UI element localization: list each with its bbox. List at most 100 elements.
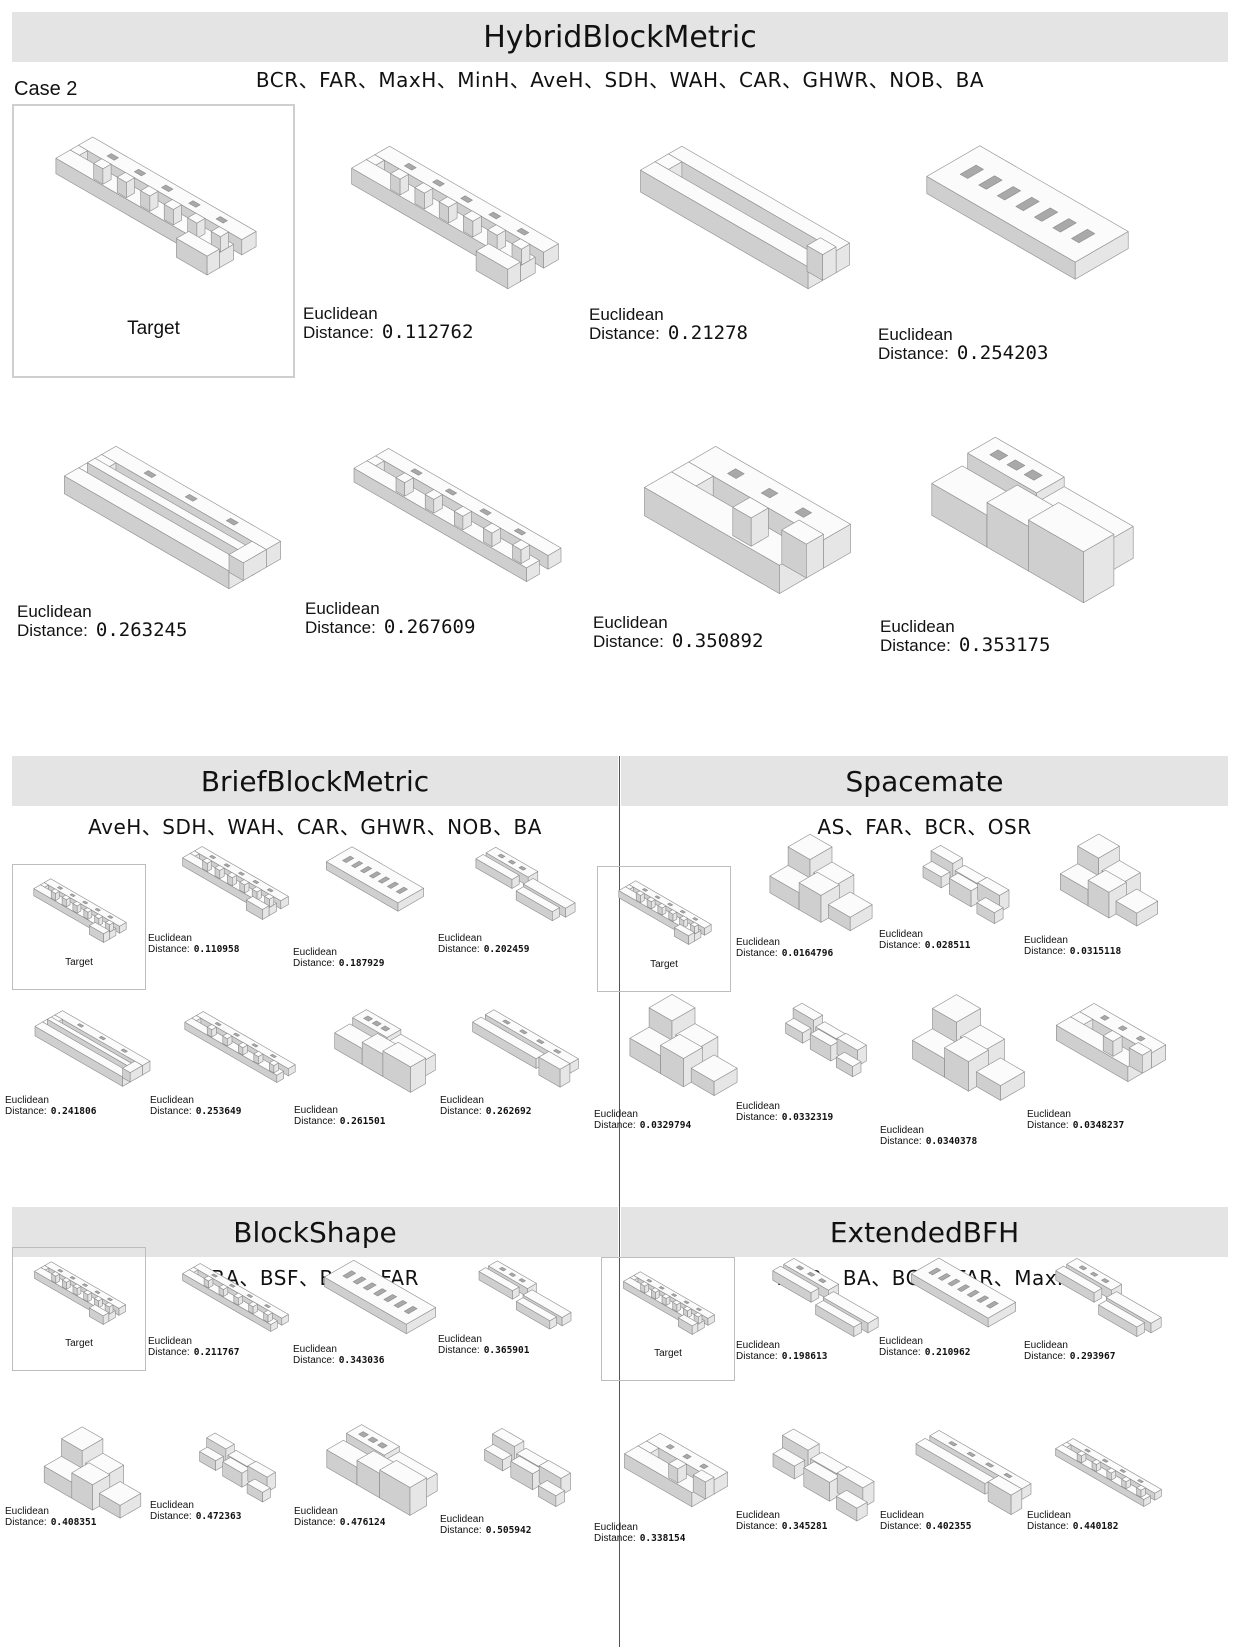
distance-label-line1: Euclidean bbox=[148, 1336, 192, 1347]
distance-label-line1: Euclidean bbox=[736, 1101, 780, 1112]
distance-label-line2: Distance: bbox=[879, 939, 921, 951]
distance-label-line1: Euclidean bbox=[294, 1506, 338, 1517]
hybrid-title: HybridBlockMetric bbox=[483, 19, 757, 55]
block-rows-model-icon bbox=[182, 846, 289, 920]
distance-label-line2: Distance: bbox=[736, 1520, 778, 1532]
bfh-title-band: ExtendedBFH bbox=[621, 1207, 1228, 1257]
courtyard-cluster-model-icon bbox=[1056, 1003, 1166, 1082]
distance-value: 0.21278 bbox=[667, 321, 748, 344]
distance-label-line1: Euclidean bbox=[1024, 935, 1068, 946]
distance-label-line1: Euclidean bbox=[594, 1109, 638, 1120]
tapered-bar-model-icon bbox=[472, 1009, 579, 1088]
tower-cluster-model-icon bbox=[1060, 833, 1158, 927]
brief-metrics: AveH、SDH、WAH、CAR、GHWR、NOB、BA bbox=[88, 815, 542, 839]
distance-label-line1: Euclidean bbox=[879, 929, 923, 940]
distance-label-line2: Distance: bbox=[594, 1119, 636, 1131]
perimeter-block-model-icon bbox=[34, 1010, 151, 1087]
distance-label-line2: Distance: bbox=[303, 322, 374, 342]
distance-label-line2: Distance: bbox=[293, 957, 335, 969]
stepped-cluster-model-icon bbox=[334, 1009, 436, 1093]
brief-title-band: BriefBlockMetric bbox=[12, 756, 618, 806]
distance-label-line1: Euclidean bbox=[5, 1506, 49, 1517]
distance-label-line1: Euclidean bbox=[880, 1125, 924, 1136]
shape-title: BlockShape bbox=[233, 1215, 397, 1249]
distance-label-line1: Euclidean bbox=[880, 1510, 924, 1521]
target-box: Target bbox=[12, 864, 146, 990]
distance-value: 0.253649 bbox=[195, 1105, 242, 1117]
distance-label-line2: Distance: bbox=[1027, 1520, 1069, 1532]
narrow-bar-model-icon bbox=[1055, 1438, 1162, 1507]
target-model-icon bbox=[34, 1261, 126, 1325]
distance-value: 0.0340378 bbox=[925, 1135, 978, 1147]
distance-label-line1: Euclidean bbox=[293, 947, 337, 958]
fragmented-blocks-model-icon bbox=[922, 845, 1010, 924]
wide-slab-model-icon bbox=[324, 1259, 436, 1335]
target-model-icon bbox=[33, 878, 127, 943]
distance-value: 0.353175 bbox=[958, 633, 1051, 656]
bfh-title: ExtendedBFH bbox=[829, 1215, 1020, 1249]
target-label: Target bbox=[65, 957, 93, 968]
distance-label-line1: Euclidean bbox=[878, 325, 953, 344]
distance-value: 0.402355 bbox=[925, 1520, 972, 1532]
fragmented-blocks-model-icon bbox=[199, 1432, 276, 1503]
stepped-cluster-model-icon bbox=[931, 436, 1134, 604]
distance-label-line1: Euclidean bbox=[305, 599, 380, 618]
tower-cluster-model-icon bbox=[629, 994, 738, 1096]
distance-label-line1: Euclidean bbox=[440, 1514, 484, 1525]
distance-label-line2: Distance: bbox=[879, 1346, 921, 1358]
distance-label-line2: Distance: bbox=[589, 323, 660, 343]
distance-label-line1: Euclidean bbox=[294, 1105, 338, 1116]
target-box: Target bbox=[12, 1247, 146, 1371]
distance-value: 0.028511 bbox=[924, 939, 971, 951]
tower-cluster-model-icon bbox=[912, 994, 1025, 1101]
shape-title-band: BlockShape bbox=[12, 1207, 618, 1257]
distance-label-line2: Distance: bbox=[736, 947, 778, 959]
tower-cluster-model-icon bbox=[43, 1426, 142, 1519]
target-box: Target bbox=[597, 866, 731, 992]
spacemate-title: Spacemate bbox=[845, 764, 1004, 798]
target-label: Target bbox=[654, 1348, 682, 1359]
wide-slab-model-icon bbox=[911, 1257, 1016, 1328]
distance-value: 0.293967 bbox=[1069, 1350, 1116, 1362]
long-courtyard-model-icon bbox=[640, 145, 850, 290]
case-label: Case 2 bbox=[14, 78, 78, 100]
distance-label-line1: Euclidean bbox=[736, 1510, 780, 1521]
distance-label-line2: Distance: bbox=[5, 1105, 47, 1117]
courtyard-cluster-model-icon bbox=[644, 446, 851, 594]
distance-value: 0.0315118 bbox=[1069, 945, 1122, 957]
distance-value: 0.440182 bbox=[1072, 1520, 1119, 1532]
distance-value: 0.211767 bbox=[193, 1346, 240, 1358]
distance-label-line2: Distance: bbox=[1024, 945, 1066, 957]
fragmented-blocks-model-icon bbox=[484, 1428, 571, 1507]
distance-label-line1: Euclidean bbox=[5, 1095, 49, 1106]
target-label: Target bbox=[127, 318, 180, 339]
distance-value: 0.198613 bbox=[781, 1350, 828, 1362]
distance-label-line2: Distance: bbox=[736, 1350, 778, 1362]
distance-label-line1: Euclidean bbox=[1027, 1109, 1071, 1120]
distance-label-line1: Euclidean bbox=[736, 937, 780, 948]
distance-value: 0.210962 bbox=[924, 1346, 971, 1358]
distance-value: 0.472363 bbox=[195, 1510, 242, 1522]
panel-divider bbox=[619, 756, 620, 1647]
split-blocks-model-icon bbox=[1055, 1258, 1162, 1337]
tapered-bar-model-icon bbox=[915, 1430, 1032, 1515]
split-blocks-model-icon bbox=[478, 1260, 572, 1330]
fragmented-blocks-model-icon bbox=[785, 1002, 867, 1078]
